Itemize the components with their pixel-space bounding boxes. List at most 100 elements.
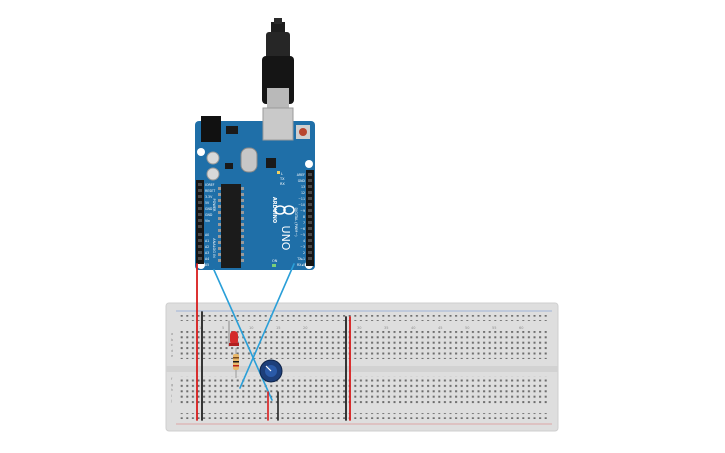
bottom-power-rail-holes[interactable] bbox=[178, 413, 550, 419]
dc-power-jack[interactable] bbox=[201, 116, 221, 142]
led-base bbox=[229, 343, 239, 346]
resistor-band bbox=[233, 361, 239, 363]
led[interactable] bbox=[229, 331, 239, 346]
usb-plug-metal bbox=[267, 88, 289, 110]
column-labels: 1 5 10 15 20 30 35 40 45 50 55 60 bbox=[199, 326, 523, 330]
column-label: 5 bbox=[222, 326, 224, 330]
rx-led-label: RX bbox=[280, 182, 285, 186]
led-body bbox=[230, 331, 238, 345]
pin-label: ~5 bbox=[300, 233, 305, 237]
smd-chip bbox=[225, 163, 233, 169]
atmega-chip bbox=[221, 184, 241, 268]
usb-cable-tip-end bbox=[274, 18, 282, 24]
pin-label: ~10 bbox=[298, 203, 305, 207]
mounting-hole bbox=[305, 160, 313, 168]
column-label: 40 bbox=[411, 326, 415, 330]
pin-label: A0 bbox=[205, 233, 209, 237]
potentiometer[interactable] bbox=[259, 359, 283, 383]
column-label: 15 bbox=[276, 326, 280, 330]
top-terminal-holes[interactable] bbox=[178, 331, 550, 359]
pin-label: 8 bbox=[303, 215, 305, 219]
crystal-oscillator bbox=[240, 147, 258, 173]
usb-chip bbox=[266, 158, 276, 168]
row-label: f bbox=[171, 377, 173, 381]
column-label: 10 bbox=[249, 326, 253, 330]
pin-label: A5 bbox=[205, 263, 209, 267]
resistor-band bbox=[233, 357, 239, 359]
pin-label: ~9 bbox=[300, 209, 305, 213]
column-label: 20 bbox=[303, 326, 307, 330]
pin-label: GND bbox=[298, 179, 306, 183]
mounting-hole bbox=[197, 148, 205, 156]
usb-cable-tip bbox=[271, 22, 285, 34]
pin-label: IOREF bbox=[205, 183, 215, 187]
breadboard[interactable]: 1 5 10 15 20 30 35 40 45 50 55 60 a b c … bbox=[165, 302, 559, 432]
usb-cable-strain-relief bbox=[266, 32, 290, 62]
usb-cable[interactable] bbox=[262, 18, 294, 110]
digital-pin-labels: AREF GND 13 12 ~11 ~10 ~9 8 7 ~6 ~5 4 ~3… bbox=[296, 173, 305, 267]
row-label: j bbox=[170, 399, 172, 403]
pin-label: ~11 bbox=[298, 197, 305, 201]
pin-label: AREF bbox=[297, 173, 305, 177]
tx-led-label: TX bbox=[279, 177, 285, 181]
l-led bbox=[277, 171, 280, 174]
power-pin-labels: IOREF RESET 3.3V 5V GND GND Vin A0 A1 A2… bbox=[205, 183, 215, 267]
arduino-logo bbox=[274, 205, 295, 215]
pin-label: ~6 bbox=[300, 227, 305, 231]
arduino-brand-label: ARDUINO bbox=[271, 197, 277, 223]
digital-header-label: DIGITAL (PWM~) bbox=[294, 207, 298, 237]
arduino-uno[interactable]: ARDUINO UNO POWER ANALOG IN DIGITAL (PWM… bbox=[195, 107, 315, 270]
regulator-chip bbox=[226, 126, 238, 134]
row-label: h bbox=[171, 388, 173, 392]
row-label: d bbox=[171, 349, 173, 353]
arduino-model-label: UNO bbox=[279, 226, 292, 251]
row-labels: a b c d e f g h i j bbox=[170, 332, 174, 403]
resistor[interactable] bbox=[233, 348, 239, 378]
pin-label: 13 bbox=[301, 185, 305, 189]
top-power-rail-holes[interactable] bbox=[178, 315, 550, 321]
column-label: 30 bbox=[357, 326, 361, 330]
pin-label: 5V bbox=[205, 201, 210, 205]
usb-socket[interactable] bbox=[262, 107, 294, 141]
row-label: g bbox=[171, 383, 173, 387]
l-led-label: L bbox=[281, 172, 283, 176]
pin-label: A3 bbox=[205, 251, 209, 255]
pin-label: Vin bbox=[205, 219, 210, 223]
column-label: 50 bbox=[465, 326, 469, 330]
on-led-label: ON bbox=[272, 259, 278, 263]
analog-header-label: ANALOG IN bbox=[212, 238, 216, 258]
pin-label: RESET bbox=[205, 189, 215, 193]
pin-label: RX◂0 bbox=[297, 263, 305, 267]
pin-label: A2 bbox=[205, 245, 209, 249]
pin-label: 7 bbox=[303, 221, 305, 225]
column-label: 1 bbox=[199, 326, 201, 330]
capacitor bbox=[206, 167, 220, 181]
pin-label: 3.3V bbox=[205, 195, 213, 199]
row-label: c bbox=[171, 343, 173, 347]
pin-label: A4 bbox=[205, 257, 209, 261]
pin-label: 2 bbox=[303, 251, 305, 255]
blue-wire-digital[interactable] bbox=[239, 263, 295, 389]
pin-label: GND bbox=[205, 207, 213, 211]
pin-label: ~3 bbox=[300, 245, 305, 249]
row-label: i bbox=[171, 394, 172, 398]
pin-label: GND bbox=[205, 213, 213, 217]
resistor-band bbox=[233, 365, 239, 367]
column-label: 35 bbox=[384, 326, 388, 330]
column-label: 45 bbox=[438, 326, 442, 330]
pin-label: A1 bbox=[205, 239, 209, 243]
row-label: a bbox=[171, 332, 173, 336]
on-led bbox=[272, 264, 276, 267]
potentiometer-indicator bbox=[265, 365, 272, 372]
pin-label: 4 bbox=[303, 239, 305, 243]
pin-label: TX▸1 bbox=[296, 257, 305, 261]
reset-button[interactable] bbox=[299, 128, 307, 136]
header-pin-holes bbox=[198, 173, 312, 260]
column-label: 60 bbox=[519, 326, 523, 330]
atmega-pins bbox=[218, 187, 244, 262]
pin-label: 12 bbox=[301, 191, 305, 195]
bottom-terminal-holes[interactable] bbox=[178, 376, 550, 404]
row-label: b bbox=[171, 338, 174, 342]
row-label: e bbox=[171, 354, 173, 358]
